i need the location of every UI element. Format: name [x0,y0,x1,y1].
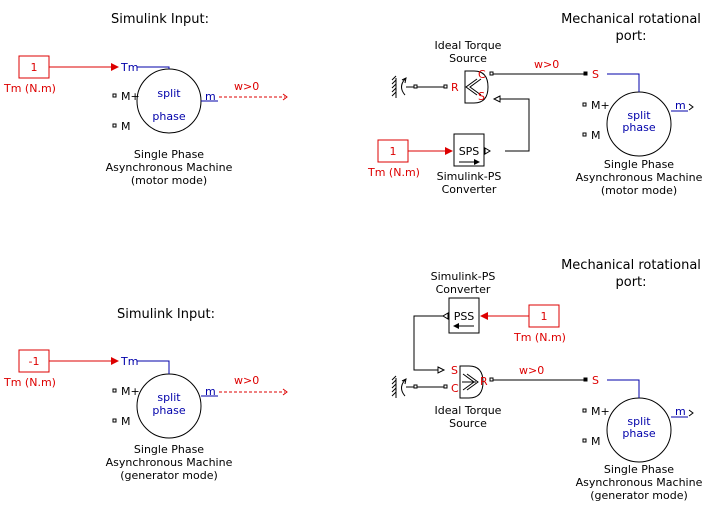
port-mplus-connector[interactable] [582,102,587,107]
port-mplus-connector[interactable] [112,388,117,393]
port-mplus: M+ [591,99,610,112]
constant-value: 1 [541,310,548,323]
machine-caption-1: Single Phase [604,463,674,476]
constant-block[interactable]: 1 [528,304,560,328]
torque-source-caption-1: Ideal Torque [435,404,502,417]
simulink-ps-converter-block[interactable]: PSS [442,297,480,334]
port-m-connector[interactable] [582,438,587,443]
port-r: R [451,81,459,94]
torque-source-caption-1: Ideal Torque [435,39,502,52]
ps-signal-line[interactable] [500,98,530,152]
machine-caption-3: (motor mode) [131,174,207,187]
constant-block[interactable]: -1 [18,349,50,373]
machine-icon-text-2: phase [152,404,185,417]
speed-label: w>0 [534,58,559,71]
port-c: C [451,382,459,395]
port-c: C [478,68,486,81]
port-m: M [121,120,131,133]
machine-icon-text-2: phase [622,121,655,134]
machine-caption-2: Asynchronous Machine [106,456,233,469]
constant-value: -1 [29,355,40,368]
panel-simulink-input-generator: Simulink Input: -1 Tm (N.m) split phase … [3,307,288,482]
torque-source-caption-2: Source [449,417,487,430]
converter-caption-1: Simulink-PS [437,170,502,183]
machine-caption-1: Single Phase [604,158,674,171]
port-m-out: m [675,99,686,112]
constant-label: Tm (N.m) [367,166,420,179]
port-m-connector[interactable] [112,123,117,128]
constant-value: 1 [390,145,397,158]
port-r: R [480,375,488,388]
panel-mechanical-port-motor: Mechanical rotational port: Ideal Torque… [367,12,703,197]
panel-mechanical-port-generator: Mechanical rotational port: Simulink-PS … [391,258,703,502]
port-s: S [478,90,485,103]
port-m-out: m [205,385,216,398]
port-tm: Tm [120,61,138,74]
machine-caption-3: (generator mode) [590,489,688,502]
asynchronous-machine-block[interactable]: split phase S M+ M m [582,374,694,463]
converter-icon-text: PSS [454,310,475,323]
machine-icon-text-2: phase [152,110,185,123]
port-s-in: S [592,68,599,81]
constant-label: Tm (N.m) [513,331,566,344]
constant-value: 1 [31,61,38,74]
port-mplus-connector[interactable] [582,408,587,413]
port-m: M [591,129,601,142]
panel-title: Simulink Input: [117,307,215,322]
constant-block[interactable]: 1 [18,55,50,79]
port-mplus: M+ [121,385,140,398]
ideal-torque-source-block[interactable]: R C S [451,68,489,104]
port-m-connector[interactable] [112,418,117,423]
port-mplus: M+ [121,90,140,103]
machine-caption-2: Asynchronous Machine [576,171,703,184]
constant-label: Tm (N.m) [3,376,56,389]
machine-icon-text-1: split [157,391,181,404]
port-s-in: S [592,374,599,387]
asynchronous-machine-block[interactable]: split phase S M+ M m [582,68,694,157]
mechanical-reference-icon [391,375,407,398]
machine-icon [136,68,202,134]
mechanical-reference-icon [391,75,407,98]
asynchronous-machine-block[interactable]: split phase Tm M+ M m [112,61,218,134]
converter-caption-1: Simulink-PS [431,270,496,283]
machine-caption-1: Single Phase [134,148,204,161]
speed-label: w>0 [234,80,259,93]
machine-caption-3: (generator mode) [120,469,218,482]
port-mplus: M+ [591,405,610,418]
machine-caption-3: (motor mode) [601,184,677,197]
panel-title-line-2: port: [615,275,646,290]
constant-label: Tm (N.m) [3,82,56,95]
port-tm: Tm [120,355,138,368]
machine-caption-2: Asynchronous Machine [576,476,703,489]
port-m-connector[interactable] [582,132,587,137]
converter-caption-2: Converter [436,283,491,296]
speed-label: w>0 [519,364,544,377]
port-s: S [451,364,458,377]
simulink-ps-converter-block[interactable]: SPS [453,133,491,167]
machine-icon-text-2: phase [622,427,655,440]
panel-simulink-input-motor: Simulink Input: 1 Tm (N.m) split phase T… [3,12,288,187]
asynchronous-machine-block[interactable]: split phase Tm M+ M m [112,355,218,439]
torque-source-caption-2: Source [449,52,487,65]
port-m: M [591,435,601,448]
constant-block[interactable]: 1 [377,139,409,163]
speed-label: w>0 [234,374,259,387]
panel-title-line-1: Mechanical rotational [561,12,701,27]
machine-caption-2: Asynchronous Machine [106,161,233,174]
port-mplus-connector[interactable] [112,93,117,98]
machine-icon-text-1: split [157,87,181,100]
machine-icon-text-1: split [627,109,651,122]
machine-caption-1: Single Phase [134,443,204,456]
machine-icon-text-1: split [627,415,651,428]
panel-title-line-2: port: [615,29,646,44]
port-m-out: m [675,405,686,418]
port-m: M [121,415,131,428]
ideal-torque-source-block[interactable]: S C R [451,364,488,399]
converter-caption-2: Converter [442,183,497,196]
converter-icon-text: SPS [459,145,480,158]
port-m-out: m [205,90,216,103]
ps-signal-line[interactable] [413,315,443,371]
panel-title-line-1: Mechanical rotational [561,258,701,273]
panel-title: Simulink Input: [111,12,209,27]
